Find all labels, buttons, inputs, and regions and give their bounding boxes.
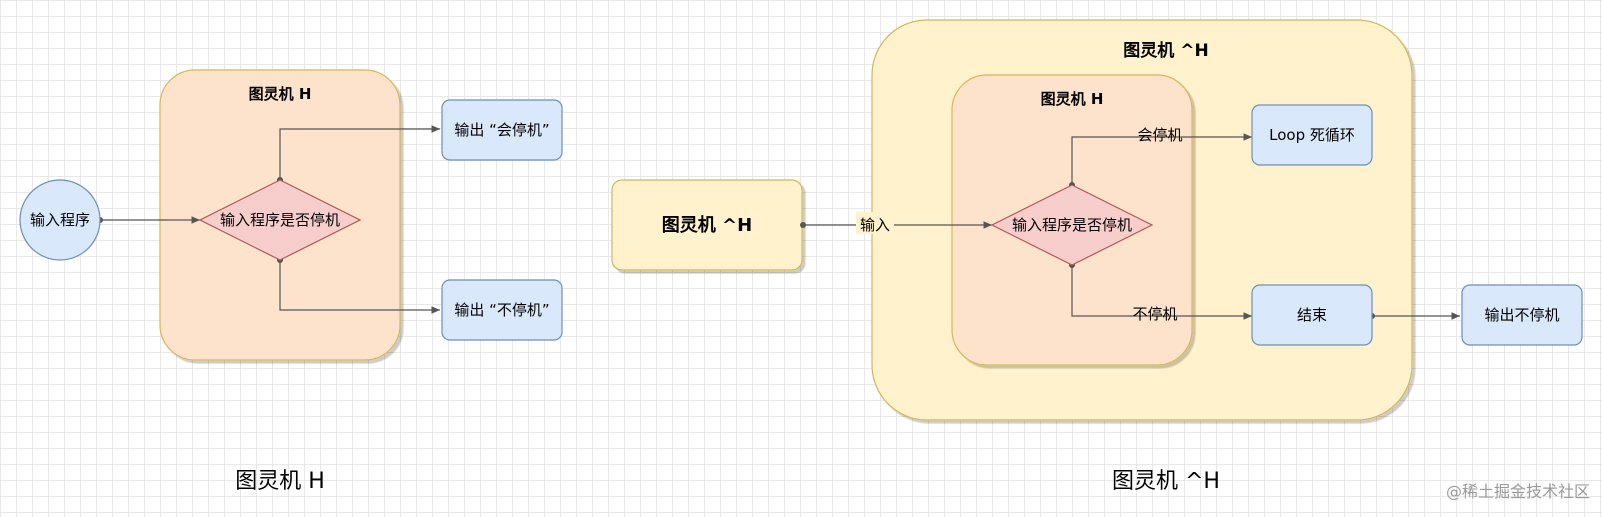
output-nohalt-box xyxy=(441,279,563,341)
watermark: @稀土掘金技术社区 xyxy=(1446,482,1590,501)
output-halt-label: 输出 “会停机” xyxy=(454,121,549,139)
output-nohalt-final-box xyxy=(1461,284,1583,346)
left-caption: 图灵机 H xyxy=(235,469,325,494)
end-box-label: 结束 xyxy=(1297,306,1327,324)
edge-input-label: 输入 xyxy=(860,216,890,234)
loop-box-label: Loop 死循环 xyxy=(1269,126,1355,144)
end-box xyxy=(1251,284,1373,346)
edge-halt-label: 会停机 xyxy=(1137,126,1182,144)
halting-decision-diamond xyxy=(198,179,362,261)
edge-decision-to-loop xyxy=(1071,133,1252,185)
edge-input-label-bg xyxy=(856,212,894,234)
right-caption: 图灵机 ^H xyxy=(1112,469,1220,494)
edge-machine-start-dot xyxy=(800,222,806,228)
turing-machine-h-container-title: 图灵机 H xyxy=(249,85,312,103)
inner-halting-decision-label: 输入程序是否停机 xyxy=(1012,216,1132,234)
turing-machine-hat-h-box-label: 图灵机 ^H xyxy=(662,215,752,236)
inner-turing-machine-h-title: 图灵机 H xyxy=(1041,90,1104,108)
edge-nohalt-label: 不停机 xyxy=(1132,305,1177,323)
turing-machine-hat-h-container-title: 图灵机 ^H xyxy=(1123,40,1208,61)
output-nohalt-label: 输出 “不停机” xyxy=(454,301,549,319)
output-halt-box xyxy=(441,99,563,161)
halting-decision-label: 输入程序是否停机 xyxy=(220,211,340,229)
loop-box xyxy=(1251,104,1373,166)
edge-decision-to-end xyxy=(1071,265,1252,320)
edge-decision-to-halt-output xyxy=(279,125,440,180)
output-nohalt-final-label: 输出不停机 xyxy=(1484,306,1559,324)
input-program-circle-label: 输入程序 xyxy=(30,211,90,229)
inner-halting-decision-diamond xyxy=(990,184,1154,266)
input-program-circle xyxy=(19,179,101,261)
edge-decision-to-nohalt-output xyxy=(279,260,440,314)
